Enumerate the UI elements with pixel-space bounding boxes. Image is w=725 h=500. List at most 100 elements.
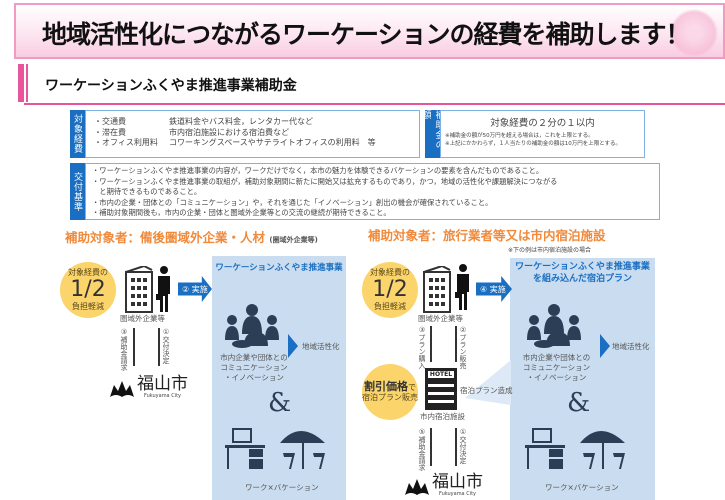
company-label: 圏域外企業等 <box>418 314 463 323</box>
work-vacation-label: ワーク×バケーション <box>245 483 319 492</box>
down-arrow <box>133 328 135 366</box>
businessman-icon <box>455 264 469 310</box>
claim-label: ③補助金請求 <box>120 328 128 371</box>
criteria-item: ・ワーケーションふくやま推進事業の取組が，補助対象期間に新たに開始又は拡充するも… <box>92 176 558 186</box>
text-line: 市内企業や団体との <box>220 353 288 362</box>
plan-creation-label: 宿泊プラン造成 <box>460 386 513 395</box>
criteria-item: ・市内の企業・団体との「コミュニケーション」や，それを通じた「イノベーション」創… <box>92 197 493 207</box>
down-arrow <box>430 428 432 466</box>
subsidy-amount-box: 対象経費の２分の１以内 ※補助金の額が50万円を超える場合は，これを上限とする。… <box>440 110 645 158</box>
up-arrow <box>158 328 160 366</box>
banner-title: 地域活性化につながるワーケーションの経費を補助します！ <box>42 20 691 49</box>
circle-top: 対象経費の <box>68 268 108 277</box>
cost-detail: 市内宿泊施設における宿泊費など <box>169 127 289 137</box>
text-line: コミュニケーション <box>220 363 288 372</box>
section-title: ワーケーションふくやま推進事業補助金 <box>45 78 297 94</box>
criteria-item: と期待できるものであること。 <box>92 187 202 196</box>
company-building-icon <box>423 266 451 313</box>
ampersand: & <box>268 388 292 418</box>
discount-bottom: 宿泊プラン販売 <box>362 392 418 402</box>
city-emblem-icon <box>110 380 134 397</box>
plan-purchase-label: ③プラン購入 <box>418 326 426 369</box>
implement-arrow: ④ 実施 <box>476 276 512 302</box>
company-building-icon <box>125 266 153 313</box>
subsidy-note: ※上記にかかわらず，１人当たりの補助金の額は10万円を上限とする。 <box>445 141 622 147</box>
ampersand: & <box>567 388 591 418</box>
company-label: 圏域外企業等 <box>120 314 165 323</box>
text-line: コミュニケーション <box>522 363 591 372</box>
criteria-box: ・ワーケーションふくやま推進事業の内容が，ワークだけでなく，本市の魅力を体験でき… <box>85 163 660 220</box>
hotel-plan-panel: ワーケーションふくやま推進事業 を組み込んだ宿泊プラン <box>510 258 655 500</box>
result-label: 地域活性化 <box>612 342 650 351</box>
circle-top: 対象経費の <box>370 268 410 277</box>
hotel-label: 市内宿泊施設 <box>420 412 465 421</box>
divider <box>24 103 725 105</box>
discount-suffix: で <box>408 382 416 392</box>
plan-creation-pointer <box>465 360 511 405</box>
subsidy-main: 対象経費の２分の１以内 <box>490 118 595 129</box>
criteria-label: 交付基準 <box>70 163 85 220</box>
discount-text: 割引価格 <box>364 379 408 393</box>
plan-sale-label: ②プラン販売 <box>459 326 467 369</box>
city-name-en: Fukuyama City <box>143 393 182 399</box>
implement-arrow: ② 実施 <box>178 276 212 302</box>
cost-name: ・交通費 <box>94 117 126 126</box>
triangle-arrow-icon <box>600 334 610 358</box>
desk-and-beach-icon <box>225 428 325 469</box>
city-name: 福山市 <box>432 472 483 492</box>
city-name: 福山市 <box>137 374 188 394</box>
cost-detail: コワーキングスペースやサテライトオフィスの利用料 等 <box>169 138 376 147</box>
work-vacation-label: ワーク×バケーション <box>545 483 619 492</box>
cost-name: ・オフィス利用料 <box>94 138 158 147</box>
up-arrow <box>455 428 457 466</box>
community-people-icon <box>225 304 279 348</box>
panel-title: ワーケーションふくやま推進事業 <box>515 262 650 272</box>
rose-decoration-icon <box>669 9 719 57</box>
desk-and-beach-icon <box>525 428 625 469</box>
grant-decision-label: ①交付決定 <box>459 428 467 464</box>
claim-label: ⑤補助金請求 <box>418 428 426 471</box>
section-accent-bar <box>26 64 28 102</box>
banner: 地域活性化につながるワーケーションの経費を補助します！ <box>14 3 725 59</box>
up-arrow <box>455 326 457 362</box>
eligible-costs-box: ・交通費 鉄道料金やバス料金，レンタカー代など ・滞在費 市内宿泊施設における宿泊費… <box>85 110 420 158</box>
circle-bottom: 負担軽減 <box>374 302 406 311</box>
panel-title: ワーケーションふくやま推進事業 <box>215 263 343 273</box>
city-name-en: Fukuyama City <box>438 491 477 497</box>
circle-bottom: 負担軽減 <box>72 302 104 311</box>
heading-text: 補助対象者：備後圏域外企業・人材 <box>65 230 266 245</box>
hotel-icon: HOTEL <box>425 368 457 410</box>
grant-decision-label: ①交付決定 <box>162 328 170 364</box>
circle-fraction: 1/2 <box>372 277 408 302</box>
result-label: 地域活性化 <box>302 342 340 351</box>
communication-text: 市内企業や団体とのコミュニケーション・イノベーション <box>214 353 294 383</box>
community-people-icon <box>527 304 581 348</box>
text-line: ・イノベーション <box>224 373 284 382</box>
down-arrow <box>430 326 432 362</box>
right-heading: 補助対象者：旅行業者等又は市内宿泊施設 <box>368 228 606 243</box>
subsidy-note: ※補助金の額が50万円を超える場合は，これを上限とする。 <box>445 133 594 139</box>
circle-fraction: 1/2 <box>70 277 106 302</box>
text-line: 市内企業や団体との <box>522 353 591 362</box>
city-emblem-icon <box>405 478 429 495</box>
discount-circle: 割引価格で宿泊プラン販売 <box>362 364 418 420</box>
cost-detail: 鉄道料金やバス料金，レンタカー代など <box>169 117 313 126</box>
criteria-item: ・ワーケーションふくやま推進事業の内容が，ワークだけでなく，本市の魅力を体験でき… <box>92 166 544 175</box>
workation-panel: ワーケーションふくやま推進事業 <box>212 256 346 500</box>
hotel-sign: HOTEL <box>428 371 454 378</box>
section-accent-bar <box>18 64 24 102</box>
heading-note: (圏域外企業等) <box>269 236 318 244</box>
criteria-item: ・補助対象期間後も，市内の企業・団体と圏域外企業等との交流の継続が期待できること… <box>92 208 391 217</box>
text-line: ・イノベーション <box>526 373 587 382</box>
businessman-icon <box>156 266 170 312</box>
left-heading: 補助対象者：備後圏域外企業・人材 (圏域外企業等) <box>65 231 318 247</box>
cost-name: ・滞在費 <box>94 127 126 137</box>
subsidy-amount-label: 補助金の額 <box>421 110 444 158</box>
right-note: ※下の例は市内宿泊施設の場合 <box>508 247 592 254</box>
triangle-arrow-icon <box>288 334 298 358</box>
panel-title: を組み込んだ宿泊プラン <box>532 274 632 284</box>
